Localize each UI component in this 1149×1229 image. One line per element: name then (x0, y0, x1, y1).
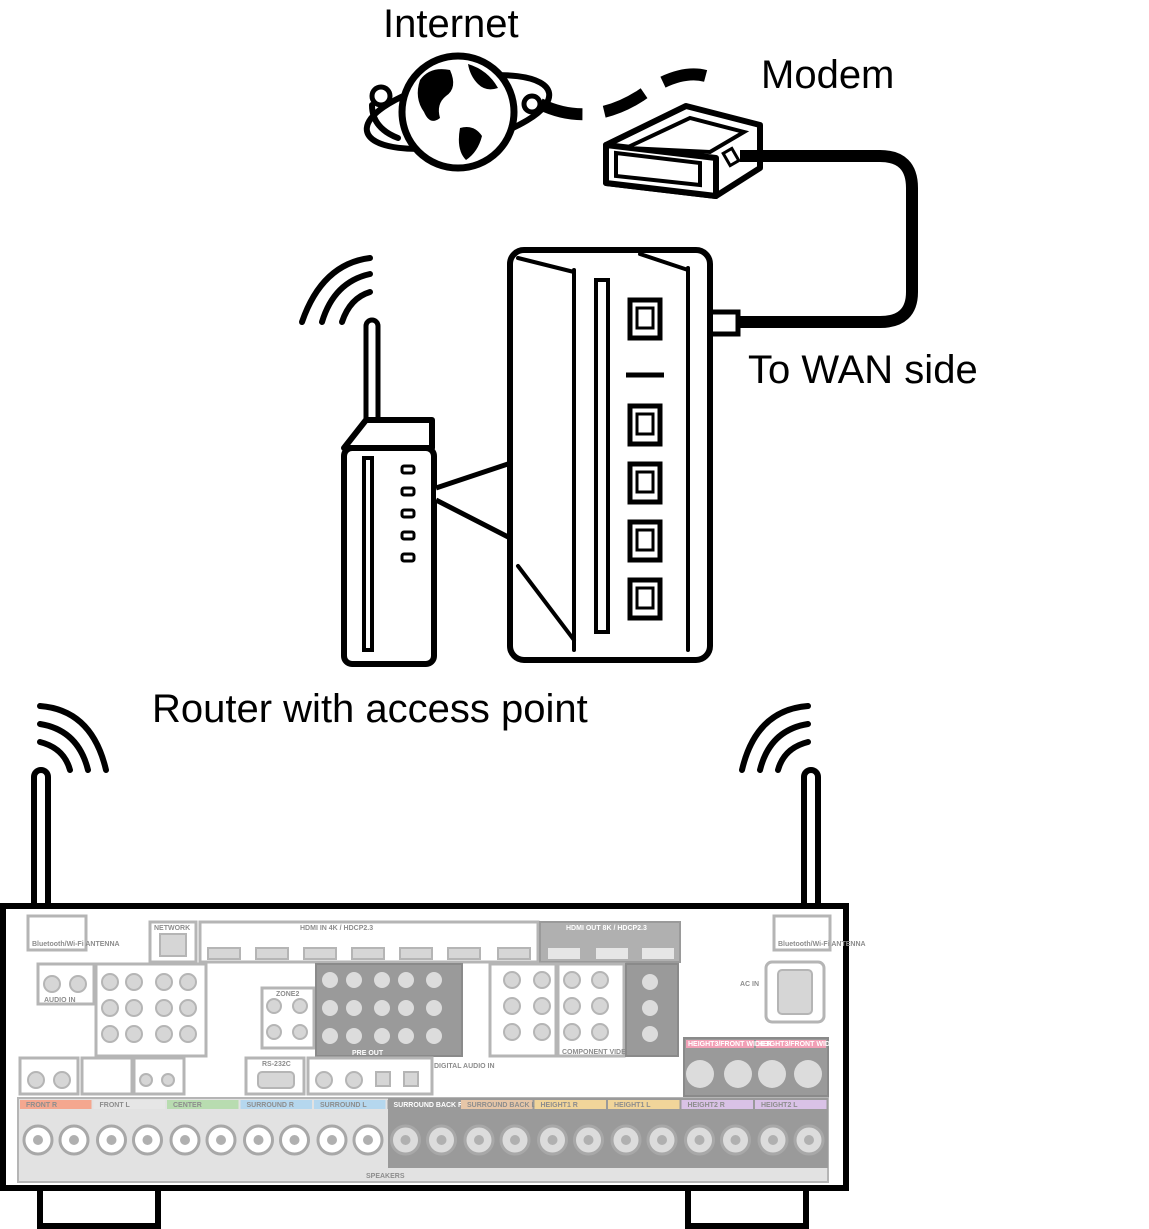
right-antenna (739, 703, 821, 923)
speaker-terminal-core (180, 1135, 190, 1145)
speaker-channel-label: HEIGHT1 R (541, 1102, 578, 1109)
zoom-callout (434, 459, 517, 543)
speaker-channel-label: FRONT R (26, 1102, 57, 1109)
hdmi-out-caption: HDMI OUT 8K / HDCP2.3 (566, 925, 647, 932)
speaker-channel-label: SURROUND BACK L (467, 1102, 537, 1109)
router-port-panel (507, 247, 713, 663)
left-antenna (31, 703, 109, 923)
speaker-terminal-core (106, 1135, 117, 1145)
speaker-header-bar (20, 1100, 92, 1109)
antenna-left-caption: Bluetooth/Wi-Fi ANTENNA (32, 941, 120, 948)
internet-link-dashed (537, 68, 726, 121)
receiver-foot (37, 1183, 161, 1229)
speaker-header-bar (314, 1100, 386, 1109)
speaker-header-bar (240, 1100, 312, 1109)
wan-side-label: To WAN side (748, 348, 978, 392)
speaker-channel-label: CENTER (173, 1102, 202, 1109)
speaker-header-bar (755, 1100, 827, 1109)
speaker-header-bar (608, 1100, 680, 1109)
speaker-terminal-core (768, 1135, 778, 1145)
router-icon (341, 317, 437, 667)
router-label: Router with access point (152, 687, 588, 731)
wifi-waves-icon (299, 255, 373, 325)
globe-icon (363, 52, 553, 172)
speaker-channel-label: HEIGHT1 L (614, 1102, 651, 1109)
antenna-right-caption: Bluetooth/Wi-Fi ANTENNA (778, 941, 866, 948)
speaker-channel-label: HEIGHT2 R (688, 1102, 725, 1109)
internet-label: Internet (383, 2, 519, 46)
speaker-terminal-core (583, 1135, 594, 1145)
speaker-terminal-core (69, 1135, 79, 1145)
speaker-terminal-core (216, 1135, 226, 1145)
modem-label: Modem (761, 53, 895, 97)
speaker-terminal-core (730, 1135, 741, 1145)
speaker-terminal-core (289, 1135, 300, 1145)
speaker-header-bar (93, 1100, 165, 1109)
speaker-terminal-core (436, 1135, 447, 1145)
speaker-header-bar (167, 1100, 239, 1109)
speaker-header-bar (681, 1100, 753, 1109)
speaker-header-bar (387, 1100, 459, 1109)
speaker-terminal-core (694, 1135, 705, 1145)
speaker-terminal-core (547, 1135, 558, 1145)
speaker-channel-label: SURROUND BACK R (394, 1102, 464, 1109)
speaker-terminal-core (474, 1135, 484, 1145)
speaker-terminal-core (33, 1135, 43, 1145)
zone2-caption: ZONE2 (276, 991, 299, 998)
speaker-channel-label: HEIGHT2 L (761, 1102, 798, 1109)
speaker-channel-label: SURROUND R (247, 1102, 294, 1109)
speaker-terminals (22, 1124, 825, 1156)
speaker-channel-headers: FRONT R FRONT L CENTER SURROUND R SURROUND L… (20, 1100, 827, 1109)
hdmi-in-caption: HDMI IN 4K / HDCP2.3 (300, 925, 373, 932)
rs232c-caption: RS-232C (262, 1061, 291, 1068)
network-caption: NETWORK (154, 925, 190, 932)
ac-in-caption: AC IN (740, 981, 759, 988)
speaker-terminal-core (400, 1135, 411, 1145)
component-video-caption: COMPONENT VIDEO IN (562, 1049, 640, 1056)
speakers-caption: SPEAKERS (366, 1173, 405, 1180)
speaker-terminal-core (363, 1135, 373, 1145)
wan-port (627, 297, 663, 341)
speaker-header-bar (461, 1100, 533, 1109)
speaker-header-bar (534, 1100, 606, 1109)
wan-cable (738, 150, 918, 328)
speaker-terminal-core (804, 1135, 814, 1145)
modem-icon (603, 103, 763, 199)
audio-in-caption: AUDIO IN (44, 997, 76, 1004)
speaker-terminal-core (621, 1135, 631, 1145)
height-wide-l-caption: HEIGHT3/FRONT WIDE L (758, 1041, 842, 1048)
speaker-terminal-core (253, 1135, 264, 1145)
digital-audio-caption: DIGITAL AUDIO IN (434, 1063, 495, 1070)
speaker-terminal-core (327, 1135, 337, 1145)
height-wide-r-caption: HEIGHT3/FRONT WIDE R (688, 1041, 772, 1048)
speaker-terminal-core (142, 1135, 153, 1145)
receiver-panel-detail: Bluetooth/Wi-Fi ANTENNA Bluetooth/Wi-Fi … (17, 914, 866, 1183)
speaker-terminal-core (510, 1135, 520, 1145)
speaker-terminal-core (657, 1135, 667, 1145)
speaker-channel-label: SURROUND L (320, 1102, 367, 1109)
preout-caption: PRE OUT (352, 1050, 384, 1057)
receiver-foot (685, 1183, 809, 1229)
speaker-channel-label: FRONT L (100, 1102, 131, 1109)
